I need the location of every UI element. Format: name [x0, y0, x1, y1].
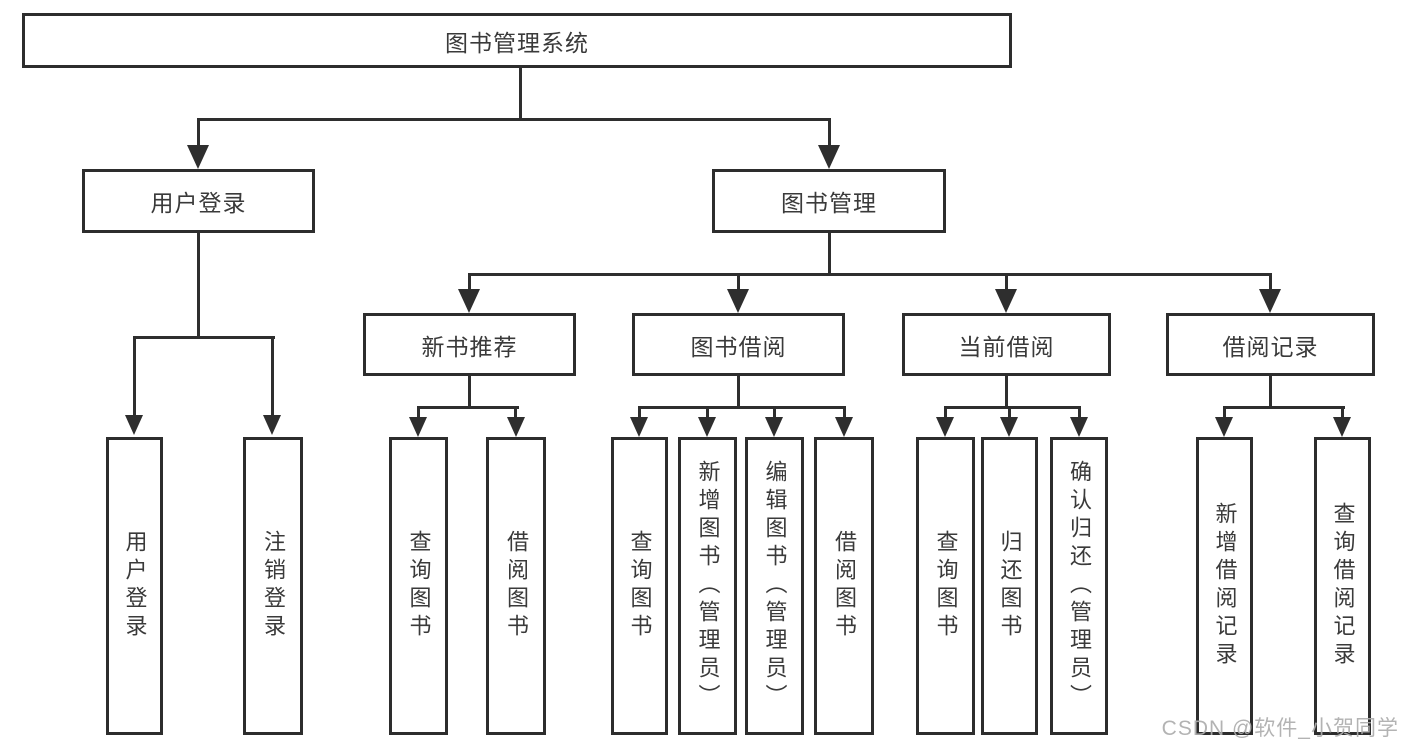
connector-borrowing-stem — [737, 374, 740, 409]
leaf-user-login: 用户登录 — [106, 437, 163, 735]
connector-g2-a2 — [514, 406, 517, 420]
arrow-down-icon — [507, 417, 525, 437]
connector-g3-bus — [638, 406, 846, 409]
leaf-label: 注销登录 — [261, 530, 286, 642]
connector-g4-a3 — [1078, 406, 1081, 420]
connector-g3-a2 — [706, 406, 709, 420]
leaf-label: 新增借阅记录 — [1212, 502, 1238, 670]
arrow-down-icon — [125, 415, 143, 435]
connector-current-stem — [1005, 374, 1008, 409]
arrow-down-icon — [187, 145, 209, 169]
arrow-down-icon — [1259, 289, 1281, 313]
leaf-newbooks-query: 查询图书 — [389, 437, 448, 735]
node-borrowing-label: 图书借阅 — [690, 333, 787, 360]
leaf-borrowing-add: 新增图书（管理员） — [678, 437, 737, 735]
leaf-current-return: 归还图书 — [981, 437, 1038, 735]
arrow-down-icon — [1000, 417, 1018, 437]
leaf-label: 查询借阅记录 — [1330, 502, 1356, 670]
leaf-newbooks-borrow: 借阅图书 — [486, 437, 546, 735]
arrow-down-icon — [727, 289, 749, 313]
connector-userlogin-stem — [197, 231, 200, 338]
arrow-down-icon — [1215, 417, 1233, 437]
connector-g5-a1 — [1223, 406, 1226, 420]
connector-g3-a4 — [843, 406, 846, 420]
leaf-label: 新增图书（管理员） — [695, 460, 721, 712]
connector-g4-a2 — [1008, 406, 1011, 420]
leaf-label: 归还图书 — [997, 530, 1023, 642]
leaf-current-query: 查询图书 — [916, 437, 975, 735]
connector-records-stem — [1269, 374, 1272, 409]
node-new-books-label: 新书推荐 — [421, 333, 518, 360]
leaf-logout: 注销登录 — [243, 437, 303, 735]
leaf-current-confirm: 确认归还（管理员） — [1050, 437, 1108, 735]
leaf-label: 编辑图书（管理员） — [762, 460, 788, 712]
leaf-borrowing-borrow: 借阅图书 — [814, 437, 874, 735]
connector-g3-a3 — [773, 406, 776, 420]
node-borrowing: 图书借阅 — [632, 313, 845, 376]
arrow-down-icon — [630, 417, 648, 437]
node-book-mgmt: 图书管理 — [712, 169, 946, 233]
node-current: 当前借阅 — [902, 313, 1111, 376]
connector-l2-right — [828, 118, 831, 151]
connector-g1-bus — [133, 336, 275, 339]
arrow-down-icon — [765, 417, 783, 437]
connector-g2-bus — [417, 406, 519, 409]
connector-g2-a1 — [417, 406, 420, 420]
csdn-watermark: CSDN @软件_小贺同学 — [1161, 717, 1399, 740]
arrow-down-icon — [1333, 417, 1351, 437]
leaf-label: 用户登录 — [122, 530, 148, 642]
connector-newbooks-stem — [468, 374, 471, 409]
connector-l3-a1 — [468, 273, 471, 295]
connector-l3-a3 — [1005, 273, 1008, 295]
connector-root-stem — [519, 66, 522, 121]
connector-l2-bus — [197, 118, 831, 121]
leaf-records-query: 查询借阅记录 — [1314, 437, 1371, 735]
node-records-label: 借阅记录 — [1222, 333, 1319, 360]
connector-g1-a1 — [133, 336, 136, 417]
arrow-down-icon — [835, 417, 853, 437]
leaf-label: 查询图书 — [627, 530, 653, 642]
node-records: 借阅记录 — [1166, 313, 1375, 376]
arrow-down-icon — [263, 415, 281, 435]
node-root-label: 图书管理系统 — [445, 29, 589, 56]
node-new-books: 新书推荐 — [363, 313, 576, 376]
leaf-label: 查询图书 — [933, 530, 959, 642]
leaf-borrowing-query: 查询图书 — [611, 437, 668, 735]
node-book-mgmt-label: 图书管理 — [781, 190, 877, 216]
connector-g5-bus — [1223, 406, 1345, 409]
connector-g5-a2 — [1341, 406, 1344, 420]
arrow-down-icon — [458, 289, 480, 313]
node-user-login-label: 用户登录 — [150, 190, 247, 216]
connector-l3-a2 — [737, 273, 740, 295]
arrow-down-icon — [698, 417, 716, 437]
connector-g3-a1 — [638, 406, 641, 420]
leaf-label: 查询图书 — [406, 530, 432, 642]
connector-l3-bus — [468, 273, 1272, 276]
node-user-login: 用户登录 — [82, 169, 315, 233]
arrow-down-icon — [409, 417, 427, 437]
arrow-down-icon — [818, 145, 840, 169]
arrow-down-icon — [1070, 417, 1088, 437]
arrow-down-icon — [995, 289, 1017, 313]
leaf-label: 借阅图书 — [504, 530, 529, 642]
leaf-borrowing-edit: 编辑图书（管理员） — [745, 437, 804, 735]
connector-l3-a4 — [1269, 273, 1272, 295]
connector-g1-a2 — [271, 336, 274, 417]
connector-g4-bus — [944, 406, 1081, 409]
leaf-label: 确认归还（管理员） — [1067, 460, 1092, 712]
connector-l2-left — [197, 118, 200, 151]
arrow-down-icon — [936, 417, 954, 437]
connector-bookmgmt-stem — [828, 231, 831, 276]
leaf-records-add: 新增借阅记录 — [1196, 437, 1253, 735]
leaf-label: 借阅图书 — [832, 530, 857, 642]
node-root: 图书管理系统 — [22, 13, 1012, 68]
connector-g4-a1 — [944, 406, 947, 420]
node-current-label: 当前借阅 — [958, 333, 1055, 360]
